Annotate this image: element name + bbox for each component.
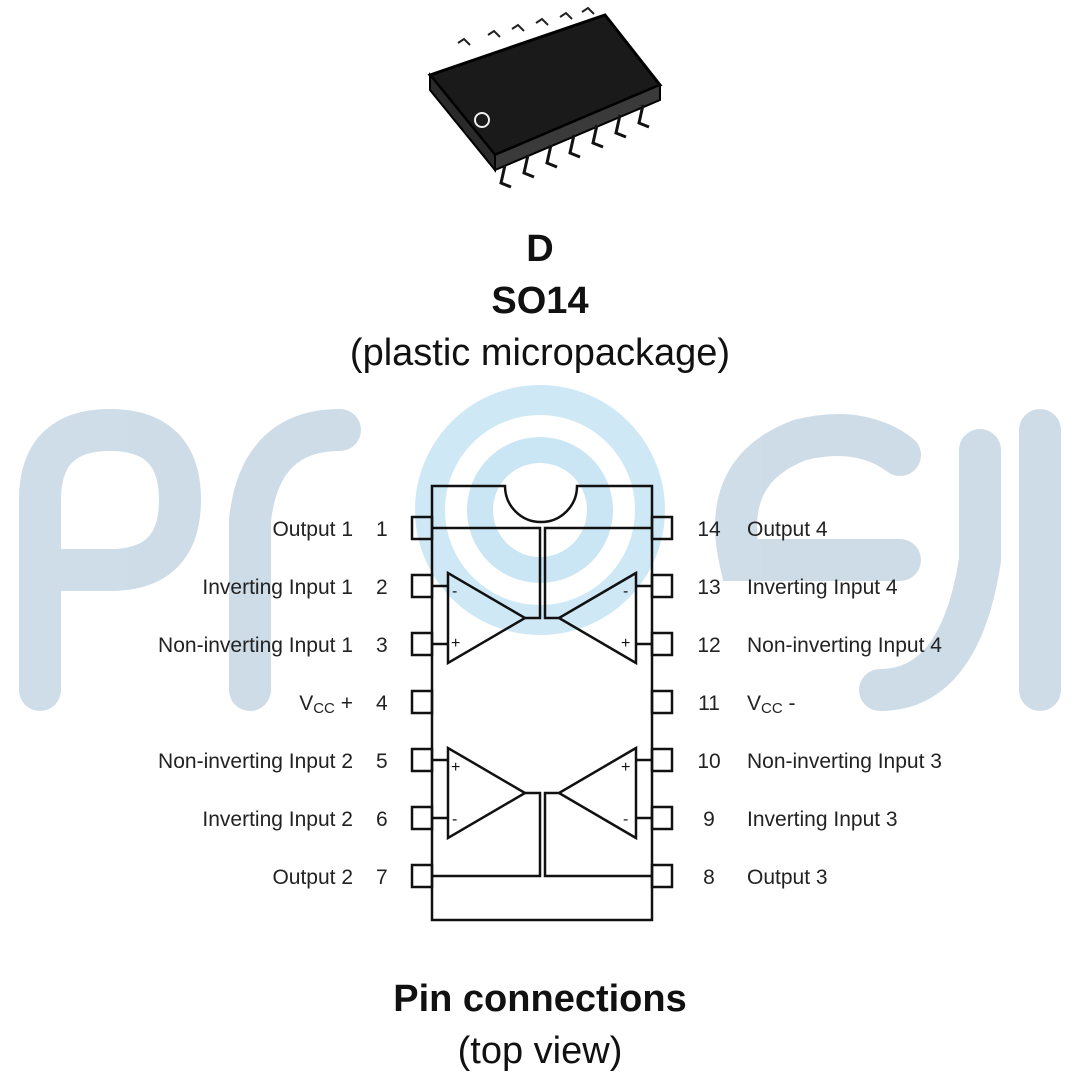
pin-11-number: 11 xyxy=(698,692,720,715)
pin-2-label: Inverting Input 1 xyxy=(202,576,353,599)
pin-5-label: Non-inverting Input 2 xyxy=(158,750,353,773)
pin-9-number: 9 xyxy=(703,808,715,831)
pin-12-number: 12 xyxy=(697,634,721,657)
pin-11-label-sub: CC xyxy=(761,700,783,717)
pin-5-number: 5 xyxy=(376,750,388,773)
diagram-subtitle: (top view) xyxy=(457,1030,623,1072)
pin-1-number: 1 xyxy=(376,518,388,541)
pin-11-label: VCC - xyxy=(747,692,796,718)
svg-text:-: - xyxy=(623,583,628,600)
pin-7-label: Output 2 xyxy=(272,866,353,889)
package-description: (plastic micropackage) xyxy=(349,332,731,374)
pin-1-label: Output 1 xyxy=(272,518,353,541)
pin-10-number: 10 xyxy=(697,750,721,773)
pin-connection-diagram: - + - + + - + - Output 1 1 Inverting Inp… xyxy=(0,470,1080,930)
svg-text:+: + xyxy=(451,635,460,652)
pin-14-label: Output 4 xyxy=(747,518,828,541)
pin-7-number: 7 xyxy=(376,866,388,889)
pin-8-number: 8 xyxy=(703,866,715,889)
svg-text:+: + xyxy=(621,759,630,776)
package-letter: D xyxy=(526,228,554,270)
svg-text:-: - xyxy=(623,811,628,828)
pin-13-number: 13 xyxy=(697,576,721,599)
pin-11-label-suffix: - xyxy=(782,692,796,715)
svg-text:+: + xyxy=(621,635,630,652)
pin-12-label: Non-inverting Input 4 xyxy=(747,634,942,657)
pin-8-label: Output 3 xyxy=(747,866,828,889)
pin-10-label: Non-inverting Input 3 xyxy=(747,750,942,773)
pin-2-number: 2 xyxy=(376,576,388,599)
svg-text:-: - xyxy=(452,583,457,600)
pin-3-label: Non-inverting Input 1 xyxy=(158,634,353,657)
package-name: SO14 xyxy=(491,280,589,322)
pin-11-label-v: V xyxy=(747,692,762,715)
pin-13-label: Inverting Input 4 xyxy=(747,576,898,599)
pin-6-label: Inverting Input 2 xyxy=(202,808,353,831)
pin-9-label: Inverting Input 3 xyxy=(747,808,898,831)
pin-4-label-sub: CC xyxy=(313,700,335,717)
pin-4-number: 4 xyxy=(376,692,388,715)
pin-3-number: 3 xyxy=(376,634,388,657)
so14-package-image xyxy=(427,6,663,189)
diagram-title: Pin connections xyxy=(393,978,687,1020)
svg-text:+: + xyxy=(451,759,460,776)
pin-4-label-v: V xyxy=(299,692,314,715)
pin-14-number: 14 xyxy=(697,518,721,541)
pin-4-label-suffix: + xyxy=(334,692,353,715)
pin-6-number: 6 xyxy=(376,808,388,831)
svg-text:-: - xyxy=(452,811,457,828)
pin-4-label: VCC + xyxy=(299,692,353,718)
ic-outline: - + - + + - + - xyxy=(410,484,674,922)
